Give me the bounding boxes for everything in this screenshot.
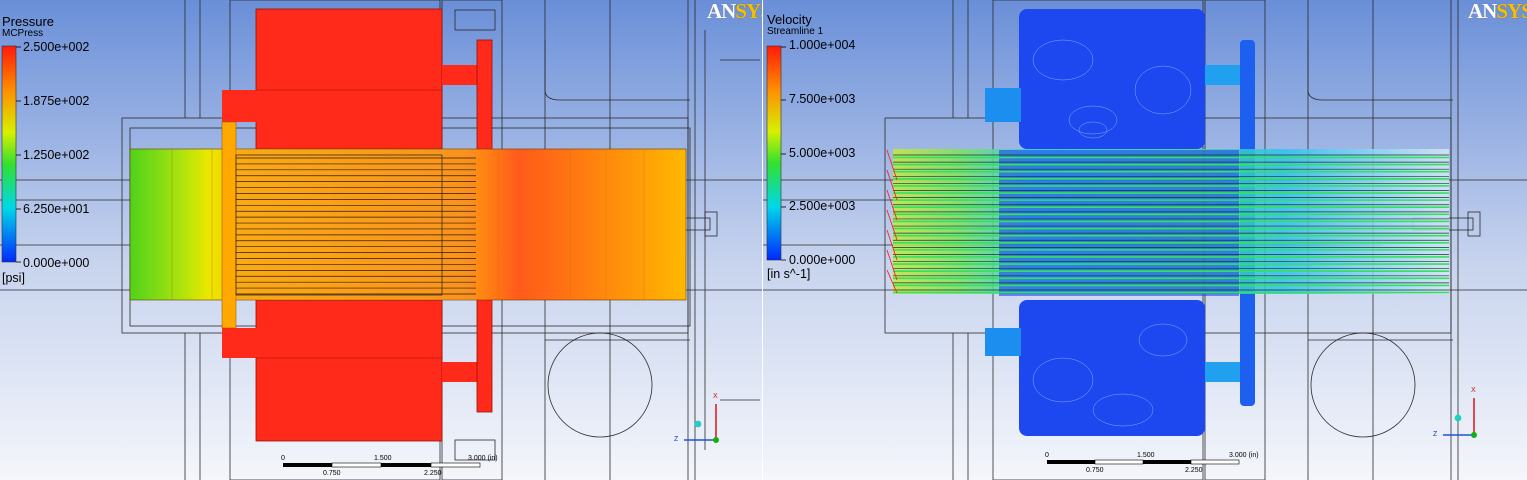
scale-label: 2.250: [1185, 467, 1203, 474]
velocity-color-bar: [766, 45, 782, 261]
velocity-streamline-panel: ANSYS Velocity Streamline 1 1.000e+004 7…: [763, 0, 1527, 480]
pressure-pipe: [129, 121, 687, 329]
axis-triad: [684, 404, 719, 443]
scale-label: 1.500: [1137, 452, 1155, 459]
inlet-streamlines: [886, 149, 898, 294]
legend-tick-label: 0.000e+000: [23, 256, 90, 270]
legend-tick-label: 2.500e+003: [789, 199, 856, 213]
legend-title: Velocity: [767, 12, 812, 27]
scale-label: 2.250: [424, 470, 442, 477]
axis-x-label: X: [1471, 387, 1476, 394]
pressure-contour-view: [0, 0, 762, 480]
tube-bundle: [236, 157, 476, 295]
axis-z-label: Z: [1433, 431, 1438, 438]
velocity-streamline-view: [763, 0, 1527, 480]
legend-unit: [psi]: [2, 271, 25, 285]
legend-tick-label: 6.250e+001: [23, 202, 90, 216]
legend-subtitle: Streamline 1: [767, 26, 824, 37]
scale-label: 0.750: [1086, 467, 1104, 474]
ansys-logo: ANSYS: [1468, 0, 1527, 23]
scale-label: 0: [281, 455, 285, 462]
streamline-bundle: [893, 154, 1449, 294]
scale-label: 0: [1045, 452, 1049, 459]
pressure-color-bar: [1, 45, 17, 263]
scale-bar: [283, 462, 481, 468]
legend-subtitle: MCPress: [2, 28, 44, 39]
legend-title: Pressure: [2, 14, 55, 29]
pressure-contour-panel: ANSYS Pressure MCPress 2.500e+002 1.875e…: [0, 0, 762, 480]
legend-tick-label: 5.000e+003: [789, 146, 856, 160]
low-velocity-chambers: [985, 9, 1255, 436]
legend-tick-label: 1.000e+004: [789, 38, 856, 52]
legend-unit: [in s^-1]: [767, 267, 811, 281]
scale-label: 3.000 (in): [1229, 452, 1259, 459]
axis-triad: [1443, 398, 1477, 438]
scale-bar: [1047, 459, 1240, 465]
legend-tick-label: 0.000e+000: [789, 253, 856, 267]
scale-label: 1.500: [374, 455, 392, 462]
scale-label: 3.000 (in): [468, 455, 498, 462]
high-pressure-regions: [222, 8, 493, 442]
scale-label: 0.750: [323, 470, 341, 477]
axis-x-label: X: [713, 393, 718, 400]
axis-z-label: Z: [674, 436, 679, 443]
velocity-pipe: [886, 149, 1449, 296]
ansys-logo: ANSYS: [707, 0, 762, 23]
legend-tick-label: 1.875e+002: [23, 94, 90, 108]
legend-tick-label: 1.250e+002: [23, 148, 90, 162]
panel-divider: [762, 0, 763, 480]
legend-tick-label: 2.500e+002: [23, 40, 90, 54]
legend-tick-label: 7.500e+003: [789, 92, 856, 106]
